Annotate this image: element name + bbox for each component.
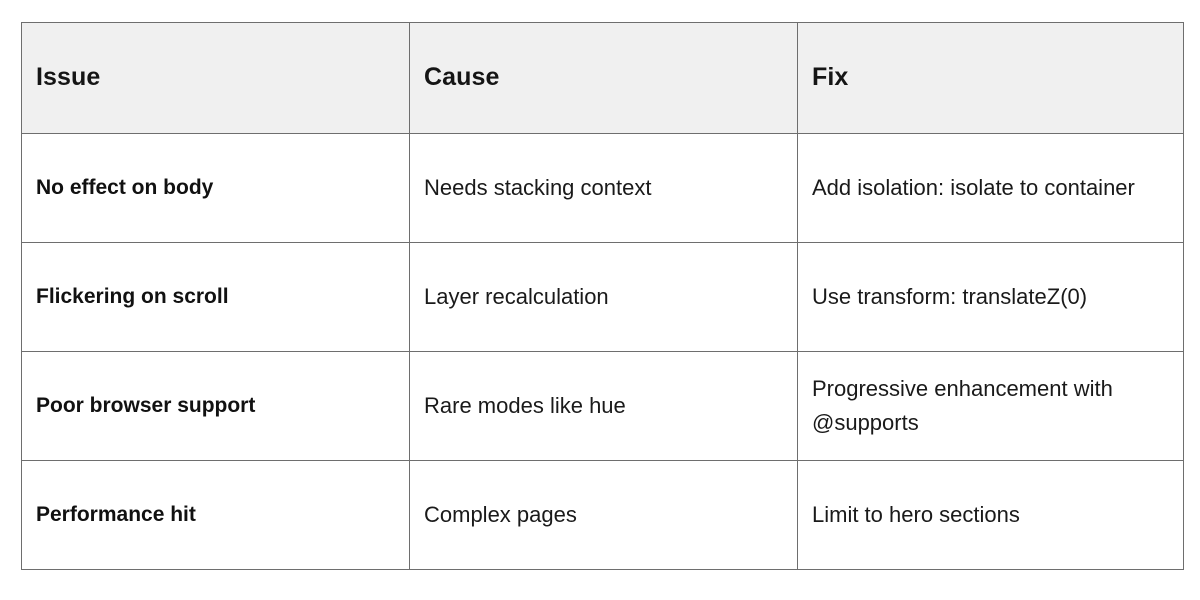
- table-body: No effect on body Needs stacking context…: [21, 133, 1184, 570]
- cell-cause: Complex pages: [409, 460, 798, 570]
- issues-causes-fixes-table: Issue Cause Fix No effect on body Needs …: [21, 22, 1184, 570]
- column-header-issue: Issue: [21, 22, 410, 134]
- table-row: Performance hit Complex pages Limit to h…: [21, 460, 1184, 570]
- column-header-cause: Cause: [409, 22, 798, 134]
- table-row: Poor browser support Rare modes like hue…: [21, 351, 1184, 461]
- cell-fix: Use transform: translateZ(0): [797, 242, 1184, 352]
- cell-fix: Limit to hero sections: [797, 460, 1184, 570]
- cell-issue: Performance hit: [21, 460, 410, 570]
- cell-issue: Flickering on scroll: [21, 242, 410, 352]
- table-container: Issue Cause Fix No effect on body Needs …: [21, 22, 1184, 570]
- cell-fix: Progressive enhancement with @supports: [797, 351, 1184, 461]
- table-row: Flickering on scroll Layer recalculation…: [21, 242, 1184, 352]
- cell-fix: Add isolation: isolate to container: [797, 133, 1184, 243]
- cell-issue: No effect on body: [21, 133, 410, 243]
- column-header-fix: Fix: [797, 22, 1184, 134]
- cell-issue: Poor browser support: [21, 351, 410, 461]
- table-row: No effect on body Needs stacking context…: [21, 133, 1184, 243]
- cell-cause: Layer recalculation: [409, 242, 798, 352]
- cell-cause: Needs stacking context: [409, 133, 798, 243]
- table-header: Issue Cause Fix: [21, 22, 1184, 134]
- table-header-row: Issue Cause Fix: [21, 22, 1184, 134]
- cell-cause: Rare modes like hue: [409, 351, 798, 461]
